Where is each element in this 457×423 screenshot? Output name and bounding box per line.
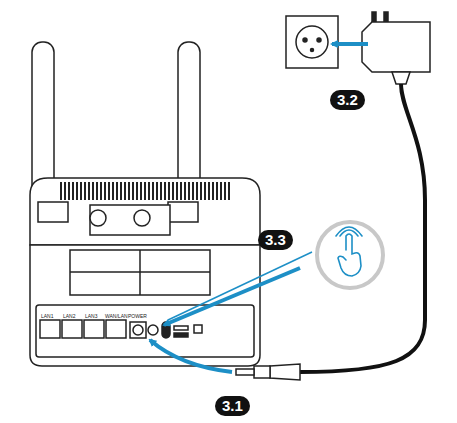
port-label: LAN1: [41, 313, 54, 319]
port-label: LAN2: [63, 313, 76, 319]
port-label: LAN3: [85, 313, 98, 319]
port-label: POWER: [128, 313, 147, 319]
callout-number: 3.3: [258, 230, 293, 250]
callout-number: 3.1: [215, 396, 250, 416]
port-label: WAN/LAN: [105, 313, 128, 319]
callout-number: 3.2: [330, 90, 365, 110]
